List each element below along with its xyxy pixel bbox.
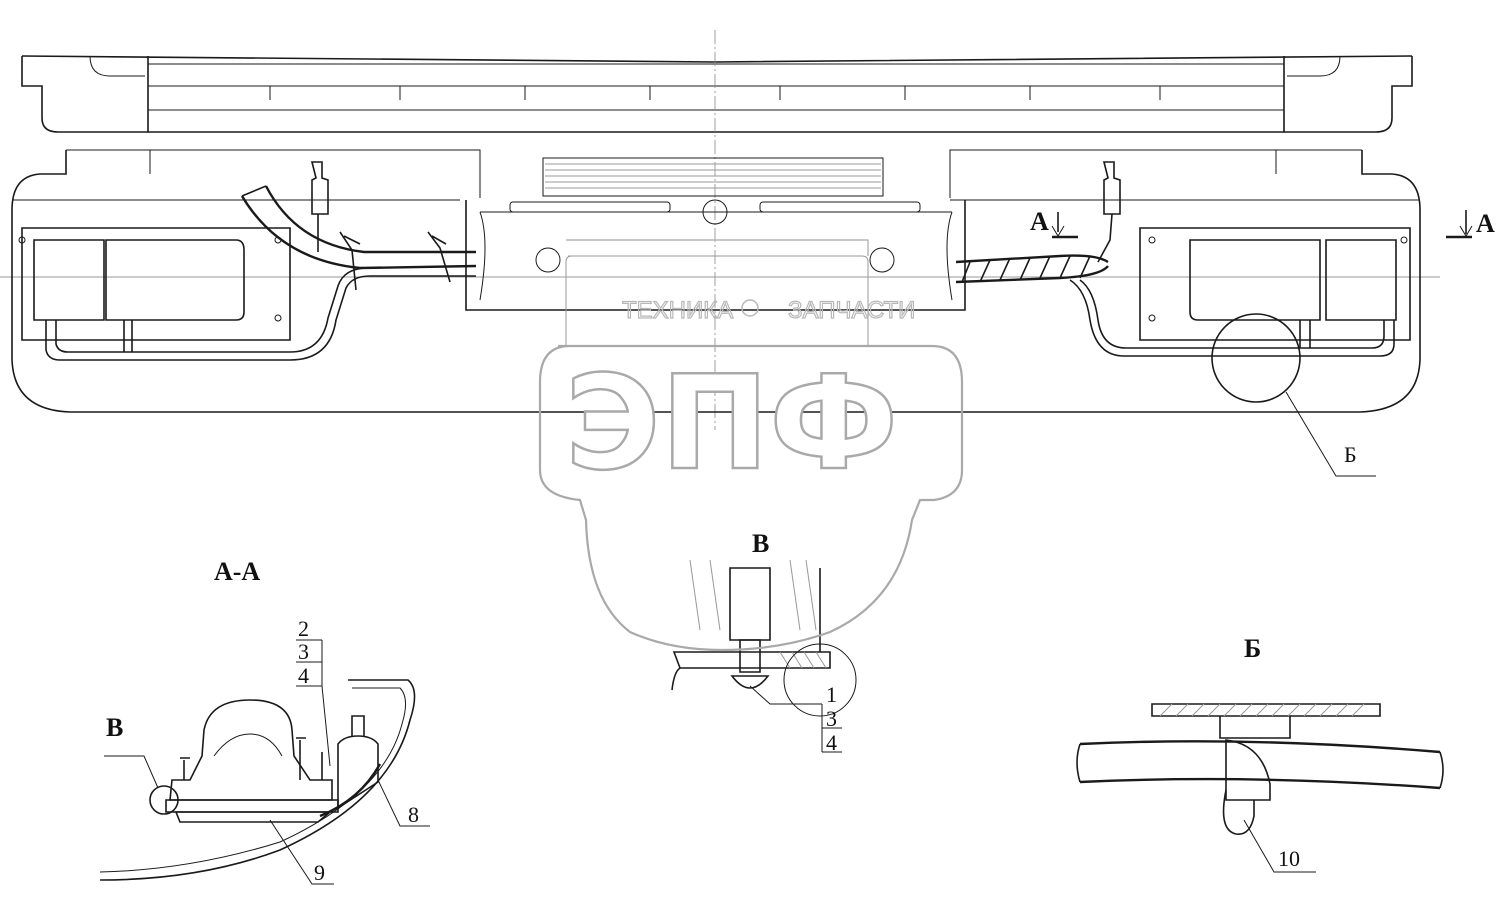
watermark: ТЕХНИКА ЗАПЧАСТИ ЭПФ bbox=[538, 239, 964, 652]
detail-v-drawing bbox=[671, 559, 857, 753]
section-aa-title: А-А bbox=[214, 557, 260, 586]
bumper-top-rail bbox=[21, 55, 1413, 133]
callout-9: 9 bbox=[314, 860, 325, 885]
watermark-big-text: ЭПФ bbox=[565, 347, 898, 499]
detail-b-label: Б bbox=[1344, 442, 1357, 467]
watermark-text-right: ЗАПЧАСТИ bbox=[788, 297, 915, 324]
right-harness bbox=[955, 161, 1395, 357]
callout-1: 1 bbox=[826, 682, 837, 707]
center-grille bbox=[545, 163, 881, 189]
callout-2: 2 bbox=[298, 616, 309, 641]
detail-v-title: В bbox=[752, 529, 769, 558]
section-letter-left: А bbox=[1030, 207, 1049, 236]
detail-b-drawing bbox=[1076, 703, 1444, 873]
section-arrow-left bbox=[1051, 212, 1078, 239]
callout-4-aa: 4 bbox=[298, 663, 309, 688]
section-letter-right: А bbox=[1476, 209, 1495, 238]
callout-3-v: 3 bbox=[826, 706, 837, 731]
callout-3-aa: 3 bbox=[298, 639, 309, 664]
callout-4-v: 4 bbox=[826, 730, 837, 755]
detail-b-title: Б bbox=[1244, 634, 1261, 663]
section-arrow-right bbox=[1446, 210, 1473, 239]
section-aa-drawing bbox=[99, 639, 430, 885]
right-lamp bbox=[1139, 227, 1411, 341]
watermark-text-left: ТЕХНИКА bbox=[622, 297, 733, 324]
gear-icon bbox=[741, 299, 759, 317]
bumper-body bbox=[11, 149, 1421, 413]
callout-10: 10 bbox=[1278, 846, 1300, 871]
left-lamp bbox=[18, 227, 291, 341]
detail-v-label: В bbox=[106, 713, 123, 742]
callout-8: 8 bbox=[408, 802, 419, 827]
left-harness bbox=[45, 161, 477, 361]
detail-b-marker bbox=[1211, 313, 1376, 477]
